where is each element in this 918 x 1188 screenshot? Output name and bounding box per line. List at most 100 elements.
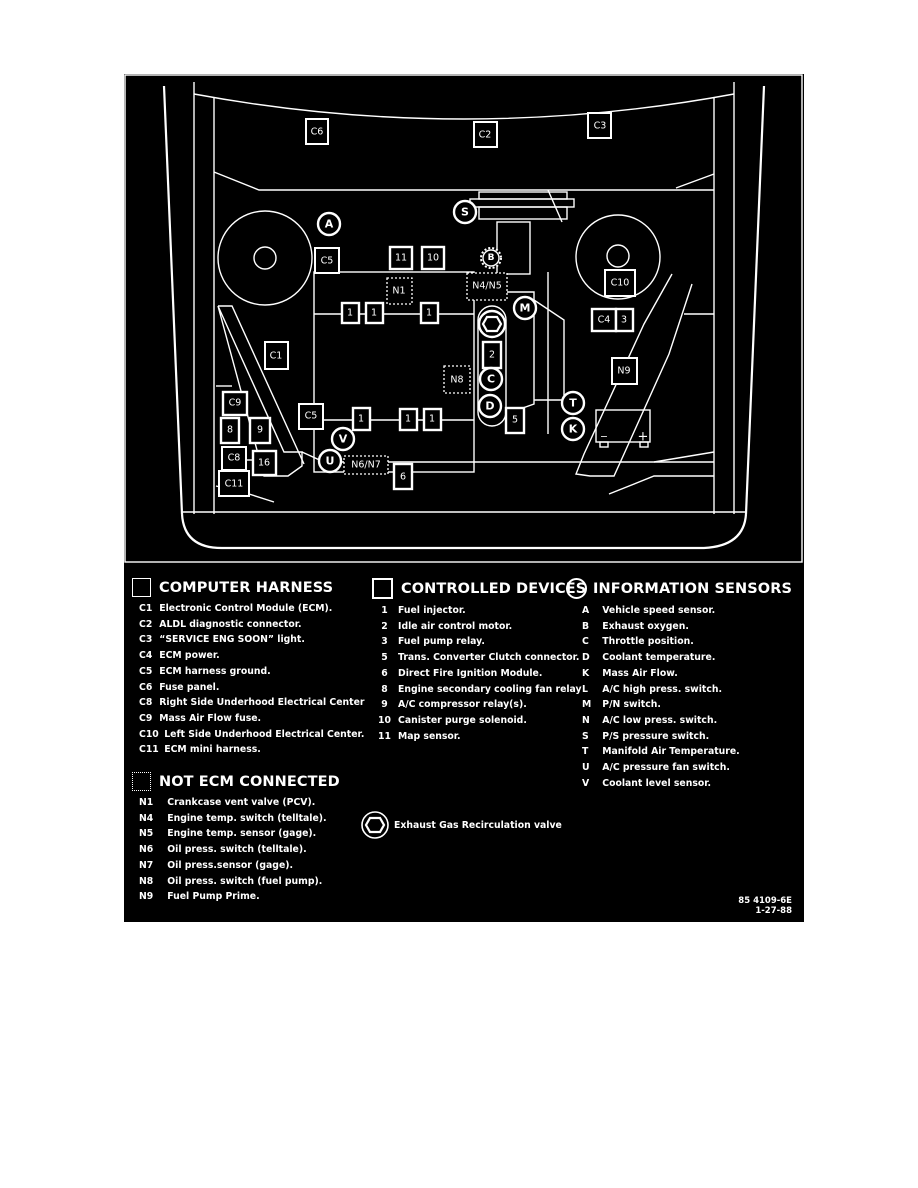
left-frame-rail-edge (218, 305, 305, 465)
device-1-lower-c: 1 (422, 407, 443, 432)
device-8: 8 (219, 416, 241, 445)
legend-item: N4 Engine temp. switch (telltale). (139, 812, 327, 824)
device-16: 16 (251, 449, 278, 477)
cowl-lower-edge-right (675, 173, 715, 189)
circle-icon (566, 578, 587, 599)
legend-title: CONTROLLED DEVICES (401, 580, 587, 597)
svg-text:C3: C3 (594, 121, 607, 132)
not-ecm-n6-n7: N6/N7 (343, 455, 389, 475)
svg-text:1: 1 (426, 308, 432, 319)
legend-item: N A/C low press. switch. (582, 714, 718, 726)
legend-item: C4 ECM power. (139, 650, 220, 662)
legend-item: B Exhaust oxygen. (582, 620, 689, 632)
right-fender-line (744, 85, 766, 515)
legend-item: N9 Fuel Pump Prime. (139, 891, 260, 903)
device-1-lower-b: 1 (398, 407, 419, 432)
svg-text:C5: C5 (305, 411, 318, 422)
svg-text:C4: C4 (598, 315, 611, 326)
sensor-v: V (330, 426, 356, 452)
legend-title: NOT ECM CONNECTED (159, 773, 340, 790)
connector-c8: C8 (221, 446, 247, 471)
svg-text:B: B (488, 253, 495, 263)
throttle-body (477, 305, 507, 427)
legend-title: INFORMATION SENSORS (593, 580, 793, 597)
svg-text:D: D (485, 400, 494, 413)
svg-text:16: 16 (258, 458, 270, 469)
svg-text:N9: N9 (617, 366, 630, 377)
left-strut-tower (217, 210, 313, 306)
svg-text:1: 1 (358, 414, 364, 425)
svg-text:C6: C6 (311, 127, 324, 138)
diagram-panel: − + C6 C2 C3 C5 C10 C4 C1 C9 C5 C8 C11 N… (124, 74, 804, 922)
svg-text:N6/N7: N6/N7 (351, 460, 381, 471)
connector-c11: C11 (218, 470, 250, 497)
sensor-a: A (316, 211, 342, 237)
svg-text:A: A (325, 218, 334, 231)
connector-c5-top: C5 (314, 247, 340, 274)
connector-c6: C6 (305, 118, 329, 145)
svg-text:C2: C2 (479, 130, 492, 141)
connector-c3: C3 (587, 112, 612, 139)
not-ecm-n1: N1 (386, 277, 413, 305)
legend-item: T Manifold Air Temperature. (582, 746, 740, 758)
right-strut-cap (606, 244, 630, 268)
right-strut-tower (575, 214, 661, 300)
svg-text:N1: N1 (392, 286, 405, 297)
legend-item: C9 Mass Air Flow fuse. (139, 712, 262, 724)
legend-item: C5 ECM harness ground. (139, 665, 271, 677)
svg-text:C11: C11 (225, 479, 244, 490)
ps-reservoir (496, 221, 531, 275)
svg-text:9: 9 (257, 425, 263, 436)
device-1-lower-a: 1 (351, 406, 372, 432)
svg-text:8: 8 (227, 425, 233, 436)
egr-label: Exhaust Gas Recirculation valve (394, 819, 562, 831)
engine-compartment-diagram: − + C6 C2 C3 C5 C10 C4 C1 C9 C5 C8 C11 N… (124, 74, 803, 563)
egr-valve-icon (361, 811, 389, 839)
svg-text:1: 1 (347, 308, 353, 319)
svg-text:U: U (326, 455, 335, 468)
sensor-s: S (452, 199, 478, 225)
legend-item: N7 Oil press.sensor (gage). (139, 859, 294, 871)
legend-item: C11 ECM mini harness. (139, 744, 261, 756)
svg-text:C8: C8 (228, 453, 241, 464)
right-lower-line-2 (608, 475, 714, 495)
legend-computer-harness: COMPUTER HARNESS C1 Electronic Control M… (132, 578, 365, 758)
svg-text:1: 1 (429, 414, 435, 425)
legend-item: N5 Engine temp. sensor (gage). (139, 828, 317, 840)
device-11: 11 (388, 245, 414, 271)
svg-text:N4/N5: N4/N5 (472, 281, 502, 292)
legend-item: A Vehicle speed sensor. (582, 605, 716, 616)
svg-text:T: T (569, 397, 577, 410)
legend-item: K Mass Air Flow. (582, 667, 678, 679)
svg-text:C5: C5 (321, 256, 334, 267)
hood-latch-line (547, 189, 563, 223)
legend-item: D Coolant temperature. (582, 652, 716, 664)
svg-text:1: 1 (371, 308, 377, 319)
legend-item: N1 Crankcase vent valve (PCV). (139, 797, 316, 808)
sensor-m: M (512, 295, 538, 321)
legend-item: C8 Right Side Underhood Electrical Cente… (139, 697, 365, 709)
svg-text:10: 10 (427, 253, 439, 264)
battery (595, 409, 651, 443)
left-strut-cap (253, 246, 277, 270)
legend-item: C Throttle position. (582, 636, 694, 648)
svg-text:C9: C9 (229, 398, 242, 409)
svg-text:C: C (487, 373, 495, 386)
connector-c5-left: C5 (298, 403, 324, 430)
front-bumper-curve (180, 513, 748, 550)
figure-number: 85 4109-6E (738, 896, 792, 906)
device-6: 6 (392, 462, 414, 491)
egr-valve (477, 309, 507, 339)
svg-text:M: M (520, 302, 531, 315)
sensor-c: C (478, 366, 504, 392)
ps-pump-bottom (478, 206, 568, 220)
legend-item: C3 “SERVICE ENG SOON” light. (139, 634, 305, 646)
square-solid-icon (132, 578, 151, 597)
legend-item: C10 Left Side Underhood Electrical Cente… (139, 728, 365, 740)
battery-foot-left (599, 441, 609, 448)
